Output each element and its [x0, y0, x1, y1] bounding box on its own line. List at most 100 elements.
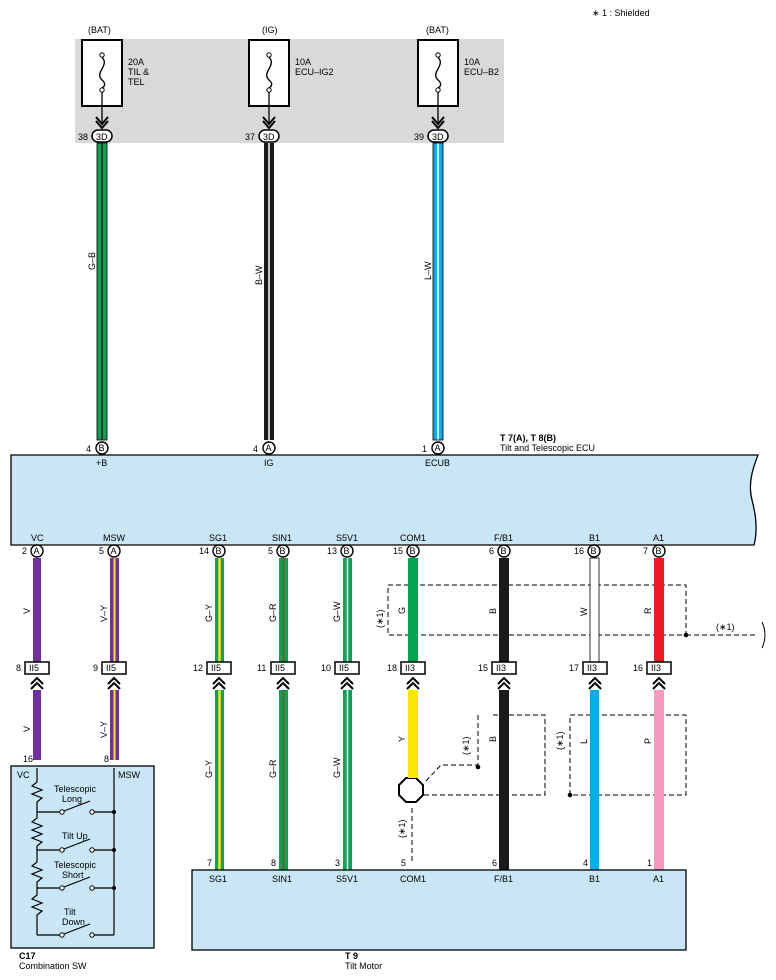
wire-y-lower	[408, 690, 418, 778]
pin-number: 1	[422, 444, 427, 454]
wire-color-label: V–Y	[99, 721, 109, 738]
shield-label: (∗1)	[375, 609, 385, 628]
pin-number: 39	[414, 132, 424, 142]
svg-text:14: 14	[199, 546, 209, 556]
wire-g-upper	[408, 558, 418, 664]
fuse-icon	[435, 56, 442, 89]
wire-g-w-upper	[343, 558, 352, 664]
wire-g-y-upper	[215, 558, 224, 664]
wire-color-label: G–W	[332, 601, 342, 622]
shield-ground-icon	[398, 777, 424, 803]
wire-l-lower	[590, 690, 599, 870]
resistor-ladder-icon	[30, 768, 44, 935]
svg-text:16: 16	[574, 546, 584, 556]
svg-text:II3: II3	[651, 663, 661, 673]
svg-text:17: 17	[569, 663, 579, 673]
switch-label: Telescopic	[54, 784, 97, 794]
connector-code: 3D	[96, 132, 108, 142]
pin-number: 16	[23, 754, 33, 764]
ecu-terminal: MSW	[103, 533, 126, 543]
fuse-terminal	[99, 52, 105, 58]
wire-color-label: V	[22, 726, 32, 732]
wire-color-label: B	[488, 736, 498, 742]
wire-b-lower	[499, 690, 509, 870]
svg-text:II5: II5	[211, 663, 221, 673]
ecu-terminal: SG1	[209, 533, 227, 543]
ecu-top-pin-ig: 4 A	[253, 441, 276, 455]
svg-text:II5: II5	[29, 663, 39, 673]
connector-arrow-icon	[262, 116, 276, 130]
fuse-icon	[266, 56, 273, 89]
switch-label: Tilt	[64, 907, 76, 917]
connector-code: 3D	[432, 132, 444, 142]
connector-code: 3D	[263, 132, 275, 142]
svg-text:II3: II3	[405, 663, 415, 673]
svg-text:7: 7	[643, 546, 648, 556]
wire-color-label: G–Y	[204, 760, 214, 778]
switch-label: Down	[62, 917, 85, 927]
connector-badge	[258, 129, 280, 143]
fuse-til-tel: (BAT) 20A TIL & TEL 38 3D	[78, 25, 149, 143]
wire-color-label: P	[643, 738, 653, 744]
fuse-source-label: (BAT)	[88, 25, 111, 35]
ecu-bottom-pins: 2 A 5 A 14 B 5 B 13 B 15 B 6 B 16 B 7 B	[22, 544, 666, 558]
wire-color-label: V	[22, 608, 32, 614]
pin-number: 3	[335, 858, 340, 868]
wire-v-upper	[33, 558, 41, 664]
shield-label: (∗1)	[716, 622, 735, 632]
ecu-terminal: S5V1	[336, 533, 358, 543]
wire-g-w-lower	[343, 690, 352, 870]
wire-g-y-lower	[215, 690, 224, 870]
pin-number: 1	[647, 858, 652, 868]
motor-terminal: COM1	[400, 874, 426, 884]
fuse-rating: 10A	[464, 57, 480, 67]
pin-number: 6	[492, 858, 497, 868]
wire-b-upper	[499, 558, 509, 664]
ecu-box	[10, 454, 759, 546]
shield-label: (∗1)	[461, 736, 471, 755]
pin-number: 4	[583, 858, 588, 868]
svg-text:A: A	[111, 546, 117, 556]
wire-color-label: Y	[397, 736, 407, 742]
fuse-name: ECU–B2	[464, 67, 499, 77]
svg-text:B: B	[280, 546, 286, 556]
switch-label: Tilt Up	[62, 831, 88, 841]
fuse-ecu-b2: (BAT) 10A ECU–B2 39 3D	[414, 25, 499, 143]
wire-color-label: G–R	[268, 603, 278, 622]
connector-code: B	[99, 443, 105, 453]
ecu-terminal: A1	[653, 533, 664, 543]
wire-l-w	[432, 142, 444, 441]
ecu-terminal: VC	[31, 533, 44, 543]
svg-text:II5: II5	[106, 663, 116, 673]
fuse-name: TIL &	[128, 67, 149, 77]
svg-text:B: B	[591, 546, 597, 556]
fuse-source-label: (BAT)	[426, 25, 449, 35]
wire-color-label: R	[643, 607, 653, 614]
junction-arrows	[30, 676, 666, 690]
wire-color-label: G–W	[332, 757, 342, 778]
svg-text:16: 16	[633, 663, 643, 673]
ecu-name: Tilt and Telescopic ECU	[500, 443, 595, 453]
combo-terminal: VC	[17, 770, 30, 780]
tilt-motor: 7 8 3 5 6 4 1 SG1 SIN1 S5V1 COM1 F/B1 B1…	[191, 858, 687, 951]
pin-number: 8	[104, 754, 109, 764]
wire-color-label: G–Y	[204, 604, 214, 622]
shield-label: (∗1)	[397, 819, 407, 838]
wire-color-label: B–W	[254, 265, 264, 285]
component-ref: T 9	[345, 951, 358, 961]
pin-number: 5	[401, 858, 406, 868]
wire-color-label: B	[488, 608, 498, 614]
svg-text:II5: II5	[275, 663, 285, 673]
fuse-source-label: (IG)	[262, 25, 278, 35]
junction-connectors: 8 II5 9 II5 12 II5 11 II5 10 II5 18 II3 …	[16, 661, 672, 675]
wire-w-upper	[589, 557, 600, 665]
svg-text:II3: II3	[496, 663, 506, 673]
ecu-terminal: ECUB	[425, 458, 450, 468]
connector-arrow-icon	[431, 116, 445, 130]
ecu-terminal: SIN1	[272, 533, 292, 543]
connector-arrow-icon	[95, 116, 109, 130]
shield-label: (∗1)	[555, 731, 565, 750]
switch-label: Long	[62, 794, 82, 804]
svg-text:18: 18	[387, 663, 397, 673]
